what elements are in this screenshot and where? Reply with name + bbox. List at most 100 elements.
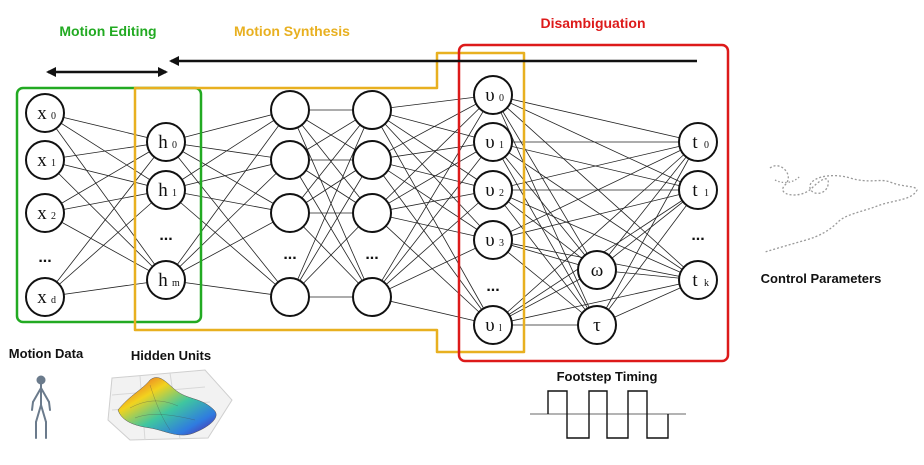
- edge-upsilon-params: [492, 94, 598, 271]
- input-node-circle: [25, 140, 65, 180]
- edge-deep2-upsilon: [371, 141, 494, 161]
- edge-input-hidden: [44, 141, 167, 214]
- edge-deep2-upsilon: [371, 94, 494, 298]
- timing-node-subscript: 1: [704, 188, 709, 199]
- params-node-circle: [577, 250, 617, 290]
- edge-deep2-upsilon: [371, 141, 494, 214]
- edge-input-hidden: [44, 189, 167, 298]
- hidden-node-label: h: [158, 270, 168, 291]
- edge-input-hidden: [44, 112, 167, 143]
- upsilon-node-label: υ: [485, 85, 494, 106]
- human-skeleton-icon: [31, 375, 51, 439]
- edge-deep2-upsilon: [371, 159, 494, 191]
- edge-hidden-deep1: [165, 109, 291, 281]
- edge-hidden-deep1: [165, 141, 291, 214]
- input-node-label: x: [37, 287, 47, 308]
- input-node-circle: [25, 277, 65, 317]
- edge-input-hidden: [44, 112, 167, 281]
- edge-deep1-deep2: [289, 109, 373, 214]
- upsilon-node-circle: [473, 75, 513, 115]
- hidden-node-circle: [146, 170, 186, 210]
- motion-editing-box: [15, 86, 203, 324]
- input-ellipsis: ...: [38, 249, 51, 266]
- edge-input-hidden: [44, 212, 167, 281]
- hidden-ellipsis: ...: [159, 227, 172, 244]
- edge-deep2-upsilon: [371, 94, 494, 161]
- motion-editing-label: Motion Editing: [59, 23, 156, 39]
- deep1-node: [270, 193, 310, 233]
- edge-hidden-deep1: [165, 109, 291, 143]
- deep2-node: [352, 193, 392, 233]
- timing-node-label: t: [692, 270, 698, 291]
- timing-node-label: t: [692, 180, 698, 201]
- upsilon-node-label: υ: [485, 180, 494, 201]
- params-node-circle: [577, 305, 617, 345]
- hidden-node-subscript: 1: [172, 188, 177, 199]
- edge-upsilon-timing: [492, 189, 699, 281]
- deep2-ellipsis: ...: [365, 246, 378, 263]
- timing-node-circle: [678, 122, 718, 162]
- edge-hidden-deep1: [165, 109, 291, 191]
- hidden-units-surface-plot-icon: [107, 369, 233, 441]
- hidden-node-label: h: [158, 180, 168, 201]
- deep2-node-circle: [352, 140, 392, 180]
- upsilon-node-label: υ: [485, 132, 494, 153]
- deep2-node-circle: [352, 90, 392, 130]
- deep1-node: [270, 140, 310, 180]
- timing-node-subscript: k: [704, 278, 709, 289]
- input-node-subscript: 2: [51, 211, 56, 222]
- edge-upsilon-params: [492, 189, 598, 271]
- deep2-node: [352, 277, 392, 317]
- edge-deep2-upsilon: [371, 212, 494, 241]
- params-node: τ: [577, 305, 617, 345]
- control-parameters-caption: Control Parameters: [761, 271, 882, 286]
- upsilon-ellipsis: ...: [486, 278, 499, 295]
- edge-deep2-upsilon: [371, 109, 494, 143]
- upsilon-node-subscript: 1: [499, 140, 504, 151]
- edge-params-timing: [596, 189, 699, 271]
- edge-deep2-upsilon: [371, 239, 494, 298]
- deep2-node-circle: [352, 277, 392, 317]
- edge-deep2-upsilon: [371, 109, 494, 326]
- edge-params-timing: [596, 141, 699, 326]
- motion-synthesis-box: [133, 51, 526, 354]
- upsilon-node-subscript: l: [499, 323, 502, 334]
- deep1-node-circle: [270, 90, 310, 130]
- deep1-node: [270, 90, 310, 130]
- edge-deep1-deep2: [289, 159, 373, 298]
- timing-node-subscript: 0: [704, 140, 709, 151]
- edge-hidden-deep1: [165, 189, 291, 298]
- edge-upsilon-params: [492, 189, 598, 326]
- edge-deep2-upsilon: [371, 296, 494, 326]
- edge-upsilon-timing: [492, 141, 699, 191]
- edge-deep2-upsilon: [371, 109, 494, 191]
- edge-input-hidden: [44, 141, 167, 161]
- edge-input-hidden: [44, 159, 167, 191]
- edge-deep2-upsilon: [371, 159, 494, 326]
- edge-hidden-deep1: [165, 159, 291, 191]
- deep2-node: [352, 140, 392, 180]
- edge-upsilon-timing: [492, 141, 699, 326]
- hidden-node-label: h: [158, 132, 168, 153]
- deep1-node-circle: [270, 193, 310, 233]
- motion-synthesis-label: Motion Synthesis: [234, 23, 350, 39]
- footstep-square-wave-icon: [530, 390, 686, 439]
- deep1-node: [270, 277, 310, 317]
- edge-input-hidden: [44, 189, 167, 214]
- edge-params-timing: [596, 189, 699, 326]
- params-node-label: τ: [593, 315, 601, 336]
- timing-node-label: t: [692, 132, 698, 153]
- edge-upsilon-params: [492, 141, 598, 326]
- input-node-circle: [25, 93, 65, 133]
